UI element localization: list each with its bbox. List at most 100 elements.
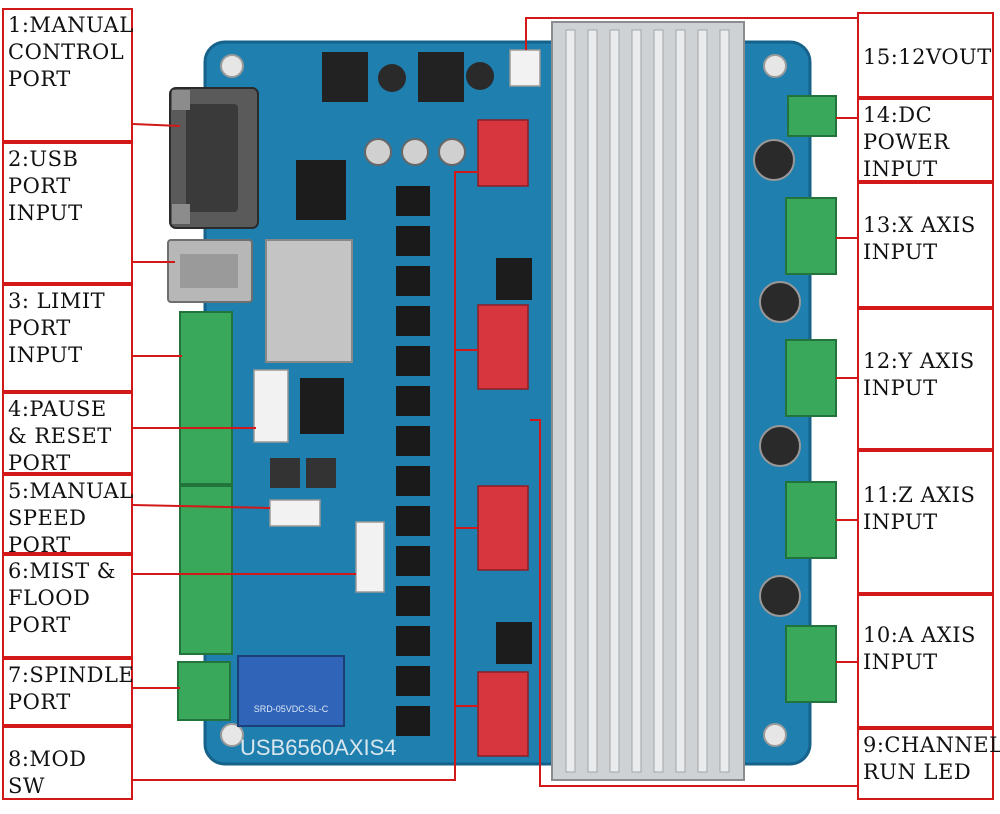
optocoupler [396,666,430,696]
electrolytic-capacitor [759,281,801,323]
heatsink-fin [565,29,576,773]
board-model-text: USB6560AXIS4 [240,735,397,760]
label-line: & RESET [8,424,112,448]
heatsink-fin [719,29,730,773]
leader-line-8 [133,171,478,781]
heatsink-fin [653,29,664,773]
label-usb-port-input: 2:USB PORT INPUT [2,142,133,284]
optocoupler-column [396,186,430,736]
optocoupler [396,546,430,576]
label-line: 6:MIST & [8,559,116,583]
label-line: INPUT [863,240,938,264]
label-line: POWER [863,130,950,154]
12vout-connector [509,49,541,87]
ic-chip [300,378,344,434]
dc-power-terminal [787,95,837,137]
label-line: RUN LED [863,760,972,784]
label-line: PORT [8,533,71,557]
ic-chip [496,258,532,300]
optocoupler [396,466,430,496]
optocoupler [396,226,430,256]
optocoupler [396,626,430,656]
label-line: 13:X AXIS [863,213,976,237]
dip-switch [477,119,529,187]
leader-line-1 [132,123,181,127]
label-spindle-port: 7:SPINDLE PORT [2,658,135,726]
electrolytic-capacitor [759,425,801,467]
label-mist-flood-port: 6:MIST & FLOOD PORT [2,554,133,658]
heatsink-fin [675,29,686,773]
label-line: 7:SPINDLE [8,663,135,687]
speed-terminal-block [179,485,233,655]
heatsink-fin [697,29,708,773]
optocoupler [396,506,430,536]
label-line: INPUT [8,343,83,367]
capacitor [401,138,429,166]
label-line: 10:A AXIS [863,623,976,647]
electrolytic-capacitor [759,575,801,617]
label-line: PORT [8,613,71,637]
ic-chip [296,160,346,220]
heatsink-fin [631,29,642,773]
label-line: PORT [8,451,71,475]
y-axis-terminal [785,339,837,417]
pause-reset-header [253,369,289,443]
capacitor [364,138,392,166]
leader-lines [132,17,857,787]
relay-text: SRD-05VDC-SL-C [254,704,329,714]
optocoupler [396,186,430,216]
dip-switch [477,304,529,390]
a-axis-terminal [785,625,837,703]
optocoupler [396,266,430,296]
spindle-relay [237,655,345,727]
regulator [322,52,368,102]
label-line: INPUT [863,510,938,534]
heatsink [551,21,745,781]
label-a-axis-input: 10:A AXIS INPUT [857,594,994,728]
optocoupler [396,306,430,336]
dip-switch [477,671,529,757]
optocoupler [396,346,430,376]
label-line: 9:CHANNEL [863,733,1000,757]
label-pause-reset-port: 4:PAUSE & RESET PORT [2,392,133,475]
label-line: PORT [8,690,71,714]
label-y-axis-input: 12:Y AXIS INPUT [857,308,994,450]
leader-line-5 [132,504,271,509]
label-line: PORT [8,67,71,91]
label-line: INPUT [8,201,83,225]
label-line: 8:MOD SW [8,747,87,798]
mount-hole [763,723,787,747]
heatsink-fin [587,29,598,773]
label-line: INPUT [863,376,938,400]
speed-header [269,499,321,527]
label-line: PORT [8,174,71,198]
label-line: 2:USB [8,147,79,171]
label-line: INPUT [863,157,938,181]
mist-flood-header [355,521,385,593]
spindle-terminal-block [177,661,231,721]
heatsink-fins [565,29,730,773]
label-line: 1:MANUAL [8,13,134,37]
label-manual-control-port: 1:MANUAL CONTROL PORT [2,8,133,142]
label-channel-run-led: 9:CHANNEL RUN LED [857,728,1000,800]
x-axis-terminal [785,197,837,275]
mount-hole [220,54,244,78]
limit-terminal-block [179,311,233,485]
label-line: 12:Y AXIS [863,349,975,373]
label-line: 4:PAUSE [8,397,107,421]
label-line: SPEED [8,506,87,530]
label-line: INPUT [863,650,938,674]
label-line: CONTROL [8,40,125,64]
label-line: FLOOD [8,586,91,610]
mount-hole [220,723,244,747]
optocoupler [396,706,430,736]
electrolytic-capacitor [753,139,795,181]
leader-line-9 [530,419,857,787]
capacitor [438,138,466,166]
